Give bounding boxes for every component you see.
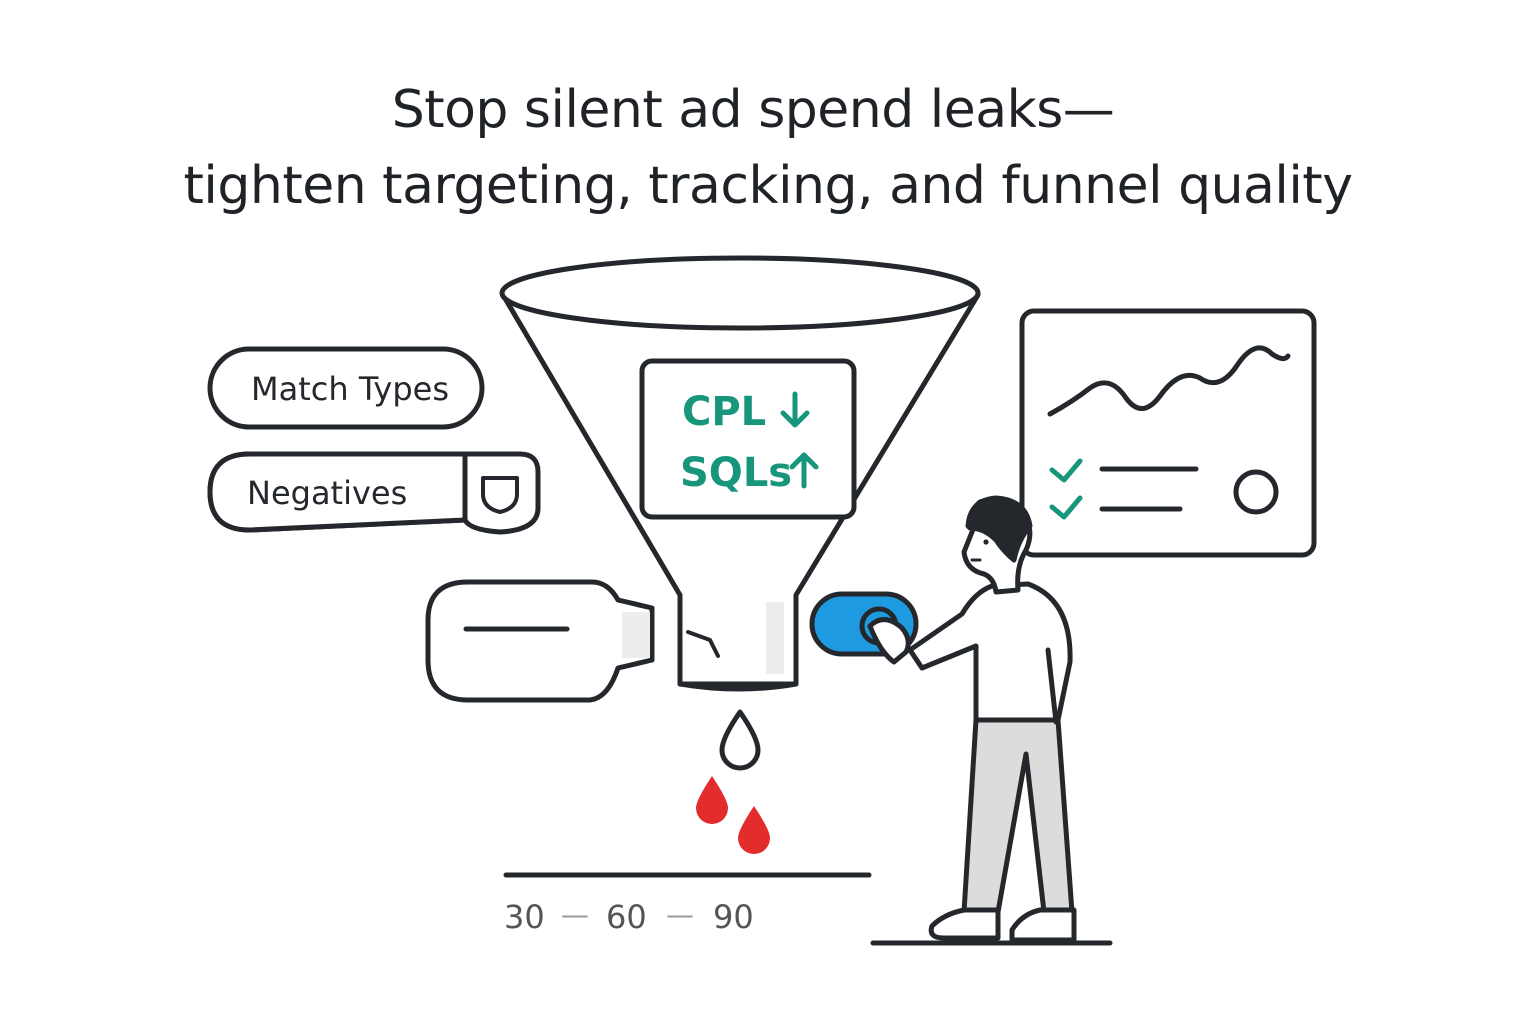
person <box>867 495 1113 946</box>
trend-line <box>1047 345 1291 417</box>
drop-icon <box>719 709 761 771</box>
headline-line-1: Stop silent ad spend leaks— <box>391 80 1115 140</box>
leak-drops <box>696 776 770 854</box>
nozzle-panel <box>425 579 655 703</box>
check-icon-1 <box>1049 458 1083 483</box>
match-types-pill[interactable] <box>207 346 485 430</box>
negatives-label: Negatives <box>247 474 407 512</box>
metric-sqls: SQLs <box>680 450 792 496</box>
timeline-label-30: 30 <box>504 898 545 936</box>
red-drop-icon-2 <box>738 806 770 854</box>
down-arrow-icon <box>780 391 810 428</box>
check-icon-2 <box>1049 495 1083 520</box>
headline-line-2: tighten targeting, tracking, and funnel … <box>183 156 1353 216</box>
headline: Stop silent ad spend leaks— tighten targ… <box>0 72 1536 224</box>
timeline-separator-1: — <box>561 898 589 931</box>
timeline-label-90: 90 <box>713 898 754 936</box>
metric-cpl: CPL <box>682 389 766 435</box>
timeline-separator-2: — <box>666 898 694 931</box>
shield-icon <box>481 476 519 514</box>
metrics-panel <box>639 358 857 520</box>
dashboard-panel <box>1019 308 1317 558</box>
up-arrow-icon <box>789 452 819 489</box>
match-types-label: Match Types <box>251 370 449 408</box>
timeline-label-60: 60 <box>606 898 647 936</box>
negatives-pill[interactable] <box>207 451 541 535</box>
red-drop-icon-1 <box>696 776 728 824</box>
circle-icon <box>1233 469 1279 515</box>
